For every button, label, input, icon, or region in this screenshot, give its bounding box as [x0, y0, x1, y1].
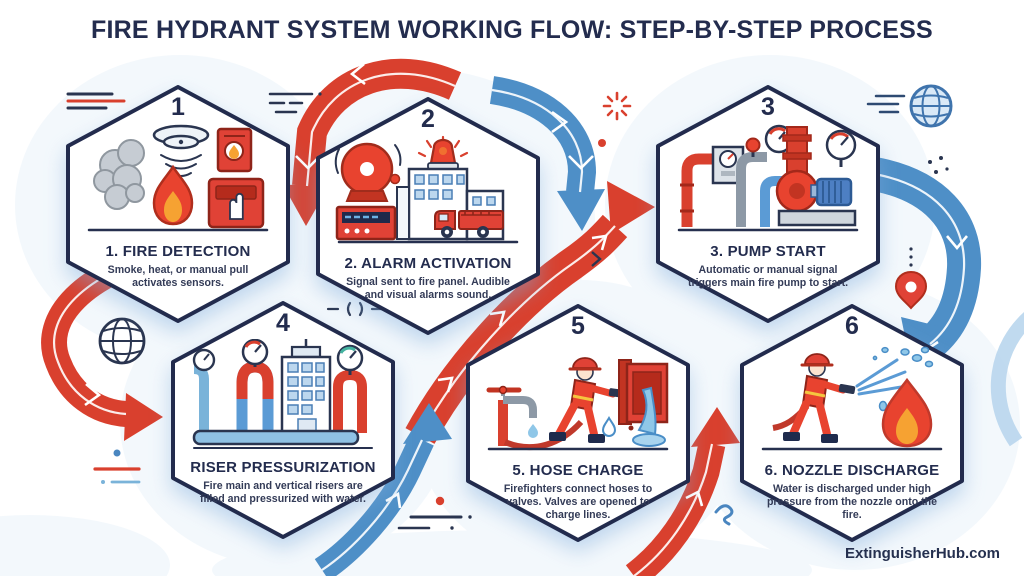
arrow-step4-to-step3 [405, 181, 655, 444]
red-dot-decor [598, 139, 606, 147]
firefighter-icon [549, 357, 626, 443]
hose-charge-illustration [481, 342, 675, 454]
step-title: 1. FIRE DETECTION [105, 243, 251, 260]
step-number: 2 [421, 105, 435, 133]
fire-main-pipe-icon [192, 429, 360, 446]
step-description: Signal sent to fire panel. Audible and v… [346, 276, 510, 302]
step-title: 5. HOSE CHARGE [512, 462, 644, 479]
step-number: 1 [171, 93, 185, 121]
red-pipe-icon [680, 153, 713, 227]
building-icon [280, 339, 332, 435]
step-description: Firefighters connect hoses to valves. Va… [503, 483, 653, 522]
smoke-icon [93, 139, 145, 210]
pump-base [777, 209, 857, 227]
step-hexagon-1: 1 [64, 83, 292, 325]
valve-icon [486, 385, 538, 446]
step-description: Automatic or manual signal triggers main… [687, 264, 849, 290]
pump-motor-icon [810, 177, 853, 207]
siren-icon [417, 135, 469, 170]
dash-decor-top-center [268, 92, 322, 114]
water-spray-icon [855, 346, 934, 412]
step-number: 4 [276, 309, 290, 337]
step-hexagon-3: 3 [654, 83, 882, 325]
riser-pressurization-illustration [186, 339, 380, 451]
step-description: Fire main and vertical risers are filled… [199, 480, 366, 506]
step-description: Water is discharged under high pressure … [766, 483, 938, 522]
brand-watermark: ExtinguisherHub.com [844, 545, 1000, 562]
firefighter-icon [783, 353, 856, 443]
dots-decor-top-right [928, 156, 949, 174]
alarm-bell-icon [334, 142, 402, 202]
flame-icon [881, 377, 933, 448]
step-number: 5 [571, 312, 585, 340]
speed-lines-top-left [66, 92, 126, 110]
arrow-step2-down [489, 76, 605, 231]
step-hexagon-6: 6 [738, 302, 966, 544]
globe-icon-top-right [909, 84, 953, 128]
edge-curve-right [990, 312, 1024, 447]
pump-start-illustration [671, 123, 865, 235]
pull-station-icon [207, 177, 265, 229]
gray-pipe-valve-icon [736, 137, 767, 227]
dash-decor-bottom-left [93, 449, 141, 484]
step-title: 6. NOZZLE DISCHARGE [764, 462, 940, 479]
step-description: Smoke, heat, or manual pull activates se… [107, 264, 249, 290]
blue-riser-pipe-icon [192, 348, 216, 433]
step-number: 3 [761, 93, 775, 121]
chevron-decor [591, 251, 602, 267]
step-title: RISER PRESSURIZATION [190, 459, 376, 476]
step-hexagon-4: 4 [169, 299, 397, 541]
step-number: 6 [845, 312, 859, 340]
fire-panel-icon [335, 205, 397, 241]
step-title: 2. ALARM ACTIVATION [344, 255, 512, 272]
fire-pump-icon [775, 126, 819, 213]
fire-hose-icon [503, 419, 584, 451]
blue-pipe-icon [760, 176, 783, 227]
step-title: 3. PUMP START [710, 243, 826, 260]
smoke-detector-icon [152, 124, 210, 177]
hexagon-outline [740, 304, 964, 542]
location-pin-icon [894, 247, 928, 310]
question-squiggle [714, 504, 734, 526]
dash-decor-bottom-center [397, 496, 472, 530]
pressure-gauge-icon [825, 129, 857, 167]
nozzle-discharge-illustration [755, 342, 949, 454]
water-flow-icon [632, 386, 666, 447]
globe-icon-left [98, 317, 146, 365]
speed-lines-top-right [866, 94, 906, 114]
fire-truck-icon [434, 210, 504, 238]
step-hexagon-2: 2 [314, 95, 542, 337]
flame-icon [152, 164, 194, 226]
arrow-up-between-step4-step5 [314, 403, 452, 576]
arrow-up-between-step5-step6 [625, 407, 740, 576]
red-riser-pipe-icon [333, 344, 367, 433]
page-title: FIRE HYDRANT SYSTEM WORKING FLOW: STEP-B… [91, 16, 933, 44]
fire-detection-illustration [81, 123, 275, 235]
fire-station-icon [396, 167, 505, 241]
u-riser-pipe-icon [236, 339, 274, 433]
step-hexagon-5: 5 [464, 302, 692, 544]
sparkle-icon [602, 91, 632, 121]
call-point-icon [216, 127, 253, 173]
alarm-activation-illustration [331, 135, 525, 247]
water-drop-icon [601, 416, 617, 437]
